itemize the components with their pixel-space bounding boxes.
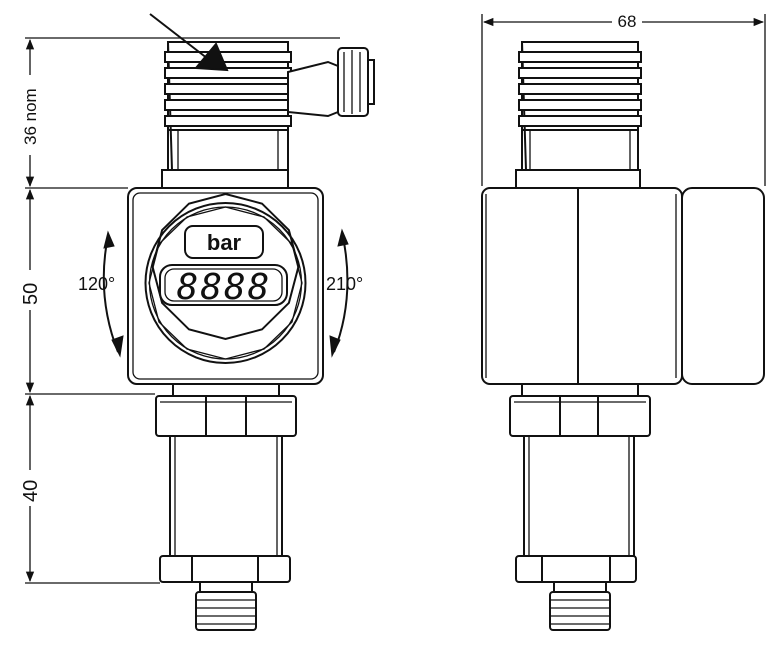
screw-direction-arrow-icon <box>193 42 229 72</box>
display-digits: 8888 <box>177 267 272 308</box>
cable-connector <box>149 13 375 189</box>
side-connector <box>515 41 642 189</box>
display-bezel <box>151 192 300 341</box>
rotation-indicators: 120° 210° <box>78 228 363 358</box>
side-housing <box>481 187 765 385</box>
dim-housing-height: 50 <box>20 283 42 305</box>
front-view: 36 nom 50 40 <box>18 13 375 631</box>
side-width-dimension: 68 <box>481 12 766 186</box>
front-vertical-dimensions: 36 nom 50 40 <box>18 37 340 584</box>
rotation-left-angle: 120° <box>78 274 115 294</box>
dim-fitting-height: 40 <box>20 480 42 502</box>
front-housing: bar 8888 <box>127 187 324 385</box>
digital-display <box>159 264 288 306</box>
side-view: 68 <box>481 12 766 631</box>
dim-connector-height: 36 nom <box>21 88 40 145</box>
front-process-fitting <box>155 383 297 631</box>
unit-label-box <box>184 225 264 259</box>
rotation-right-angle: 210° <box>326 274 363 294</box>
unit-label: bar <box>207 230 242 255</box>
side-process-fitting <box>509 383 651 631</box>
dim-width: 68 <box>618 12 637 31</box>
